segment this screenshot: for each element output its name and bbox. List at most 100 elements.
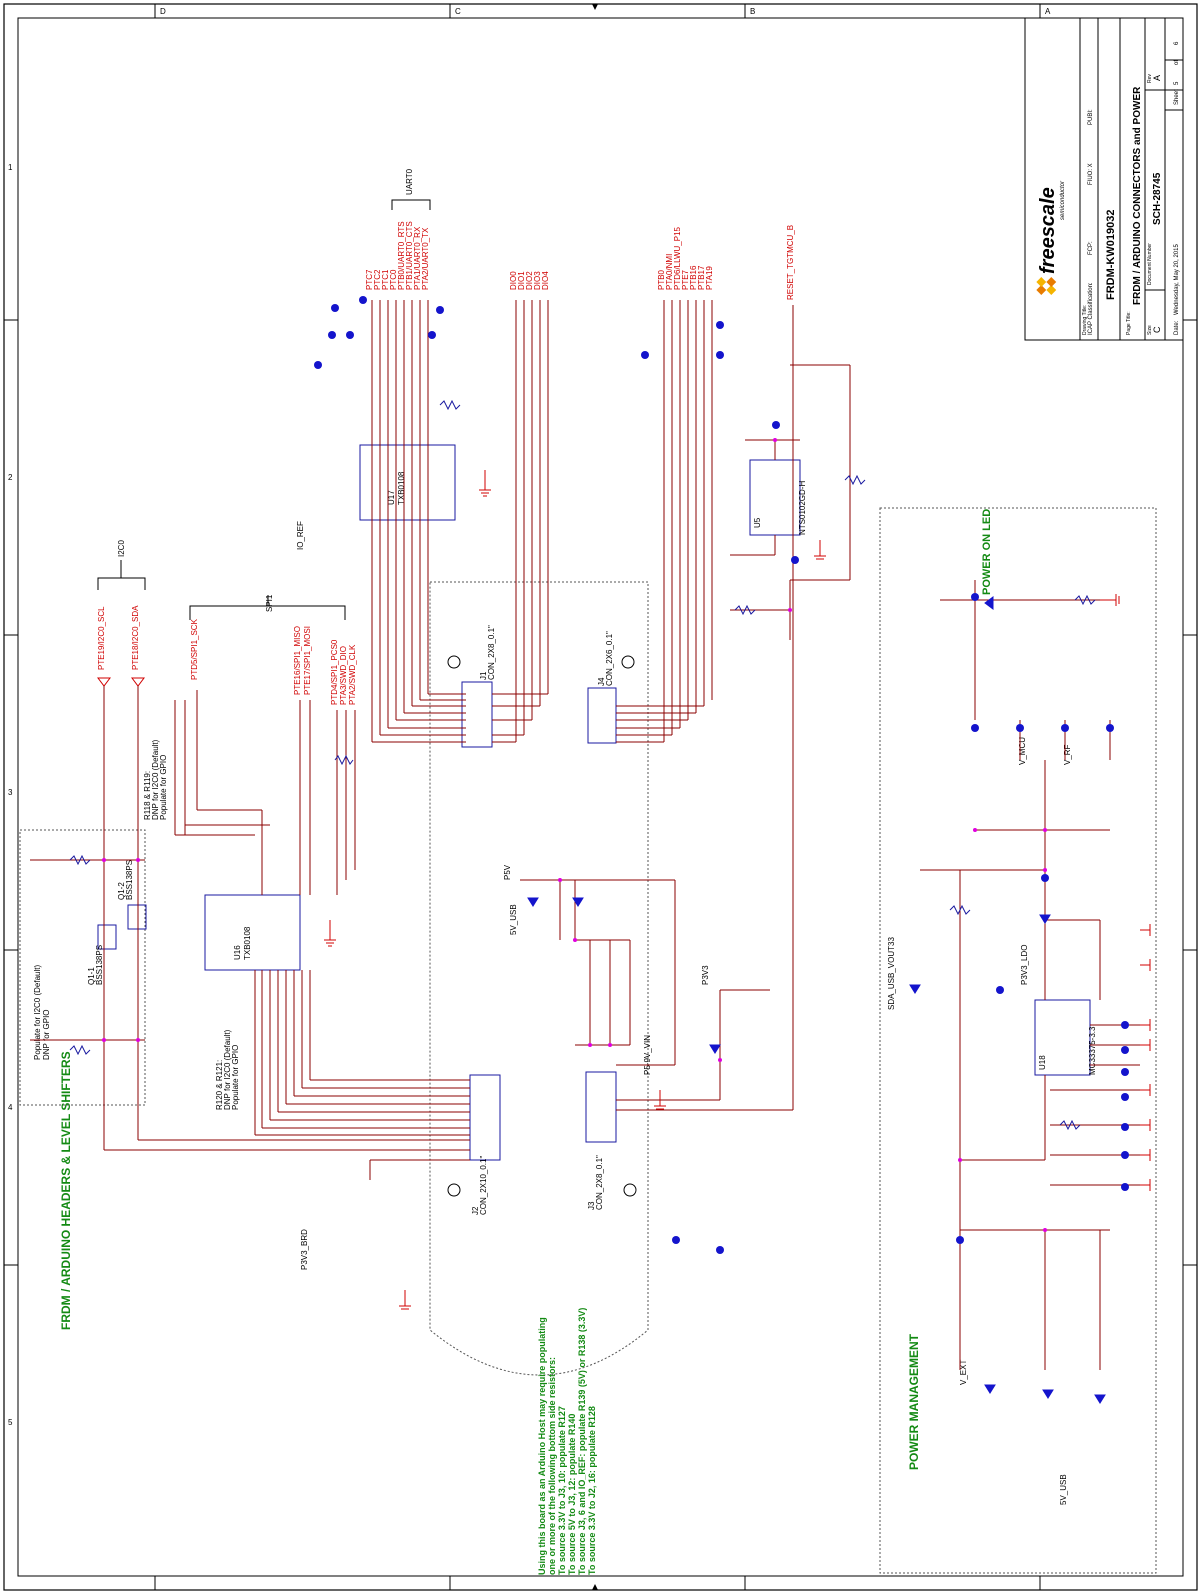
- i2c-populate-line1: Populate for I2C0 (Default): [33, 965, 42, 1060]
- ic-u17: U17 TXB0108: [359, 444, 456, 521]
- section-title-power-management: POWER MANAGEMENT: [907, 1333, 921, 1470]
- border-marker-top-b: B: [750, 7, 755, 16]
- border-marker-top-c: C: [455, 7, 461, 16]
- section-title-frdm-arduino: FRDM / ARDUINO HEADERS & LEVEL SHIFTERS: [59, 1051, 73, 1330]
- date-label: Date:: [1174, 320, 1180, 335]
- power-management-box: [879, 507, 1157, 1574]
- net-misc-4: PTB16: [689, 265, 698, 290]
- test-points: [314, 296, 1129, 1254]
- net-io-ref-1: IO_REF: [296, 521, 305, 550]
- size-label: Size: [1147, 325, 1153, 335]
- ic-u18: U18 MC33375-3.3: [1034, 999, 1097, 1076]
- host-note-line1: Using this board as an Arduino Host may …: [537, 1317, 547, 1575]
- net-dio-2: DIO2: [525, 271, 534, 290]
- q1-1-part: BSS138PS: [95, 945, 104, 985]
- r118-note-line1: R118 & R119:: [143, 771, 152, 820]
- spi1-bracket: [189, 595, 346, 620]
- size-value: C: [1152, 326, 1162, 333]
- border-marker-left-2: 2: [8, 473, 13, 482]
- ground-icons: [324, 470, 1151, 1310]
- j2-ref: J2: [471, 1206, 480, 1215]
- uart0-label: UART0: [405, 168, 414, 195]
- ic-u16: U16 TXB0108: [204, 894, 301, 971]
- mosfet-q1-1: Q1-1 BSS138PS: [87, 924, 117, 985]
- mount-hole-icon: [447, 1183, 461, 1197]
- classification-fcp: FCP:: [1088, 241, 1094, 255]
- host-note-line4: To source 5V to J3, 12: populate R140: [567, 1414, 577, 1575]
- net-p3v3: P3V3: [701, 965, 710, 985]
- net-spi-pcs0: PTD4/SPI1_PCS0: [330, 639, 339, 705]
- net-spi-miso: PTE16/SPI1_MISO: [293, 626, 302, 695]
- net-v-mcu: V_MCU: [1018, 737, 1027, 765]
- r120-note-line3: Populate for GPIO: [231, 1045, 240, 1110]
- i2c0-bracket: [97, 560, 146, 590]
- net-swd-dio: PTA3/SWD_DIO: [339, 646, 348, 705]
- inner-border: [17, 17, 1184, 1577]
- host-note-line3: To source 3.3V to J3, 10: populate R127: [557, 1406, 567, 1575]
- q1-2-ref: Q1-2: [117, 882, 126, 900]
- border-marker-left-5: 5: [8, 1418, 13, 1427]
- j1-part: CON_2X8_0.1": [487, 625, 496, 680]
- mount-hole-icon: [447, 655, 461, 669]
- q1-2-part: BSS138PS: [125, 860, 134, 900]
- j2-part: CON_2X10_0.1": [479, 1156, 488, 1215]
- doc-number-label: Document Number: [1147, 243, 1153, 285]
- host-note-line6: To source 3.3V to J2, 16: populate R128: [587, 1406, 597, 1575]
- border-marker-left-1: 1: [8, 163, 13, 172]
- net-uart-4: PTB0/UART0_RTS: [397, 221, 406, 290]
- net-misc-1: PTA0/NMI: [665, 254, 674, 290]
- u5-ref: U5: [753, 517, 762, 528]
- j3-ref: J3: [587, 1201, 596, 1210]
- net-misc-6: PTA19: [705, 266, 714, 290]
- u16-part: TXB0108: [243, 926, 252, 960]
- net-dio-4: DIO4: [541, 271, 550, 290]
- rev-value: A: [1152, 75, 1162, 81]
- connector-j3: J3 CON_2X8_0.1": [585, 1071, 617, 1210]
- company-subtitle: semiconductor: [1060, 180, 1066, 220]
- net-misc-5: PTB17: [697, 265, 706, 290]
- sheet-label: Sheet: [1174, 89, 1180, 105]
- net-5v-usb-2: 5V_USB: [509, 904, 518, 935]
- classification-pubi: PUBI:: [1088, 109, 1094, 125]
- j1-ref: J1: [479, 671, 488, 680]
- r120-note-line2: DNP for I2C0 (Default): [223, 1029, 232, 1110]
- net-reset: RESET_TGTMCU_B: [786, 225, 795, 300]
- u17-part: TXB0108: [397, 471, 406, 505]
- net-p5-9v-vin: P5-9V_VIN: [643, 1035, 652, 1075]
- diode-icons: [527, 596, 1106, 1404]
- net-uart-5: PTB1/UART0_CTS: [405, 221, 414, 290]
- host-note-line5: To source J3, 6 and IO_REF: populate R13…: [577, 1308, 587, 1575]
- date-value: Wednesday, May 20, 2015: [1174, 244, 1180, 315]
- wires: [30, 300, 1140, 1370]
- company-name: freescale: [1037, 187, 1059, 274]
- page-title-label: Page Title:: [1126, 311, 1132, 335]
- net-dio-3: DIO3: [533, 271, 542, 290]
- border-marker-left-4: 4: [8, 1103, 13, 1112]
- sheet-border: [3, 3, 1198, 1591]
- border-marker-top-d: D: [160, 7, 166, 16]
- net-i2c-sda: PTE18/I2C0_SDA: [131, 605, 140, 670]
- of-label: of: [1174, 60, 1180, 65]
- net-i2c-scl: PTE19/I2C0_SCL: [97, 606, 106, 670]
- mount-hole-icon: [623, 1183, 637, 1197]
- resistor-icons: [69, 399, 1096, 1131]
- net-misc-3: PTE7: [681, 269, 690, 290]
- u16-ref: U16: [233, 945, 242, 960]
- border-marker-top-a: A: [1045, 7, 1051, 16]
- j3-part: CON_2X8_0.1": [595, 1155, 604, 1210]
- q1-1-ref: Q1-1: [87, 967, 96, 985]
- spi1-label: SPI1: [265, 594, 274, 612]
- drawing-title: FRDM-KW019032: [1105, 210, 1117, 300]
- connector-j1: J1 CON_2X8_0.1": [461, 625, 496, 748]
- mosfet-q1-2: Q1-2 BSS138PS: [117, 860, 147, 930]
- mount-hole-icon: [621, 655, 635, 669]
- net-5v-usb: 5V_USB: [1059, 1474, 1068, 1505]
- sheet-value: 5: [1174, 81, 1180, 85]
- host-note-line2: one or more of the following bottom side…: [547, 1357, 557, 1575]
- net-misc-0: PTB0: [657, 269, 666, 290]
- i2c-populate-line2: DNP for GPIO: [42, 1009, 51, 1060]
- net-sda-usb-vout33: SDA_USB_VOUT33: [887, 937, 896, 1010]
- section-title-power-on-led: POWER ON LED: [981, 509, 993, 595]
- r118-note-line3: Populate for GPIO: [159, 755, 168, 820]
